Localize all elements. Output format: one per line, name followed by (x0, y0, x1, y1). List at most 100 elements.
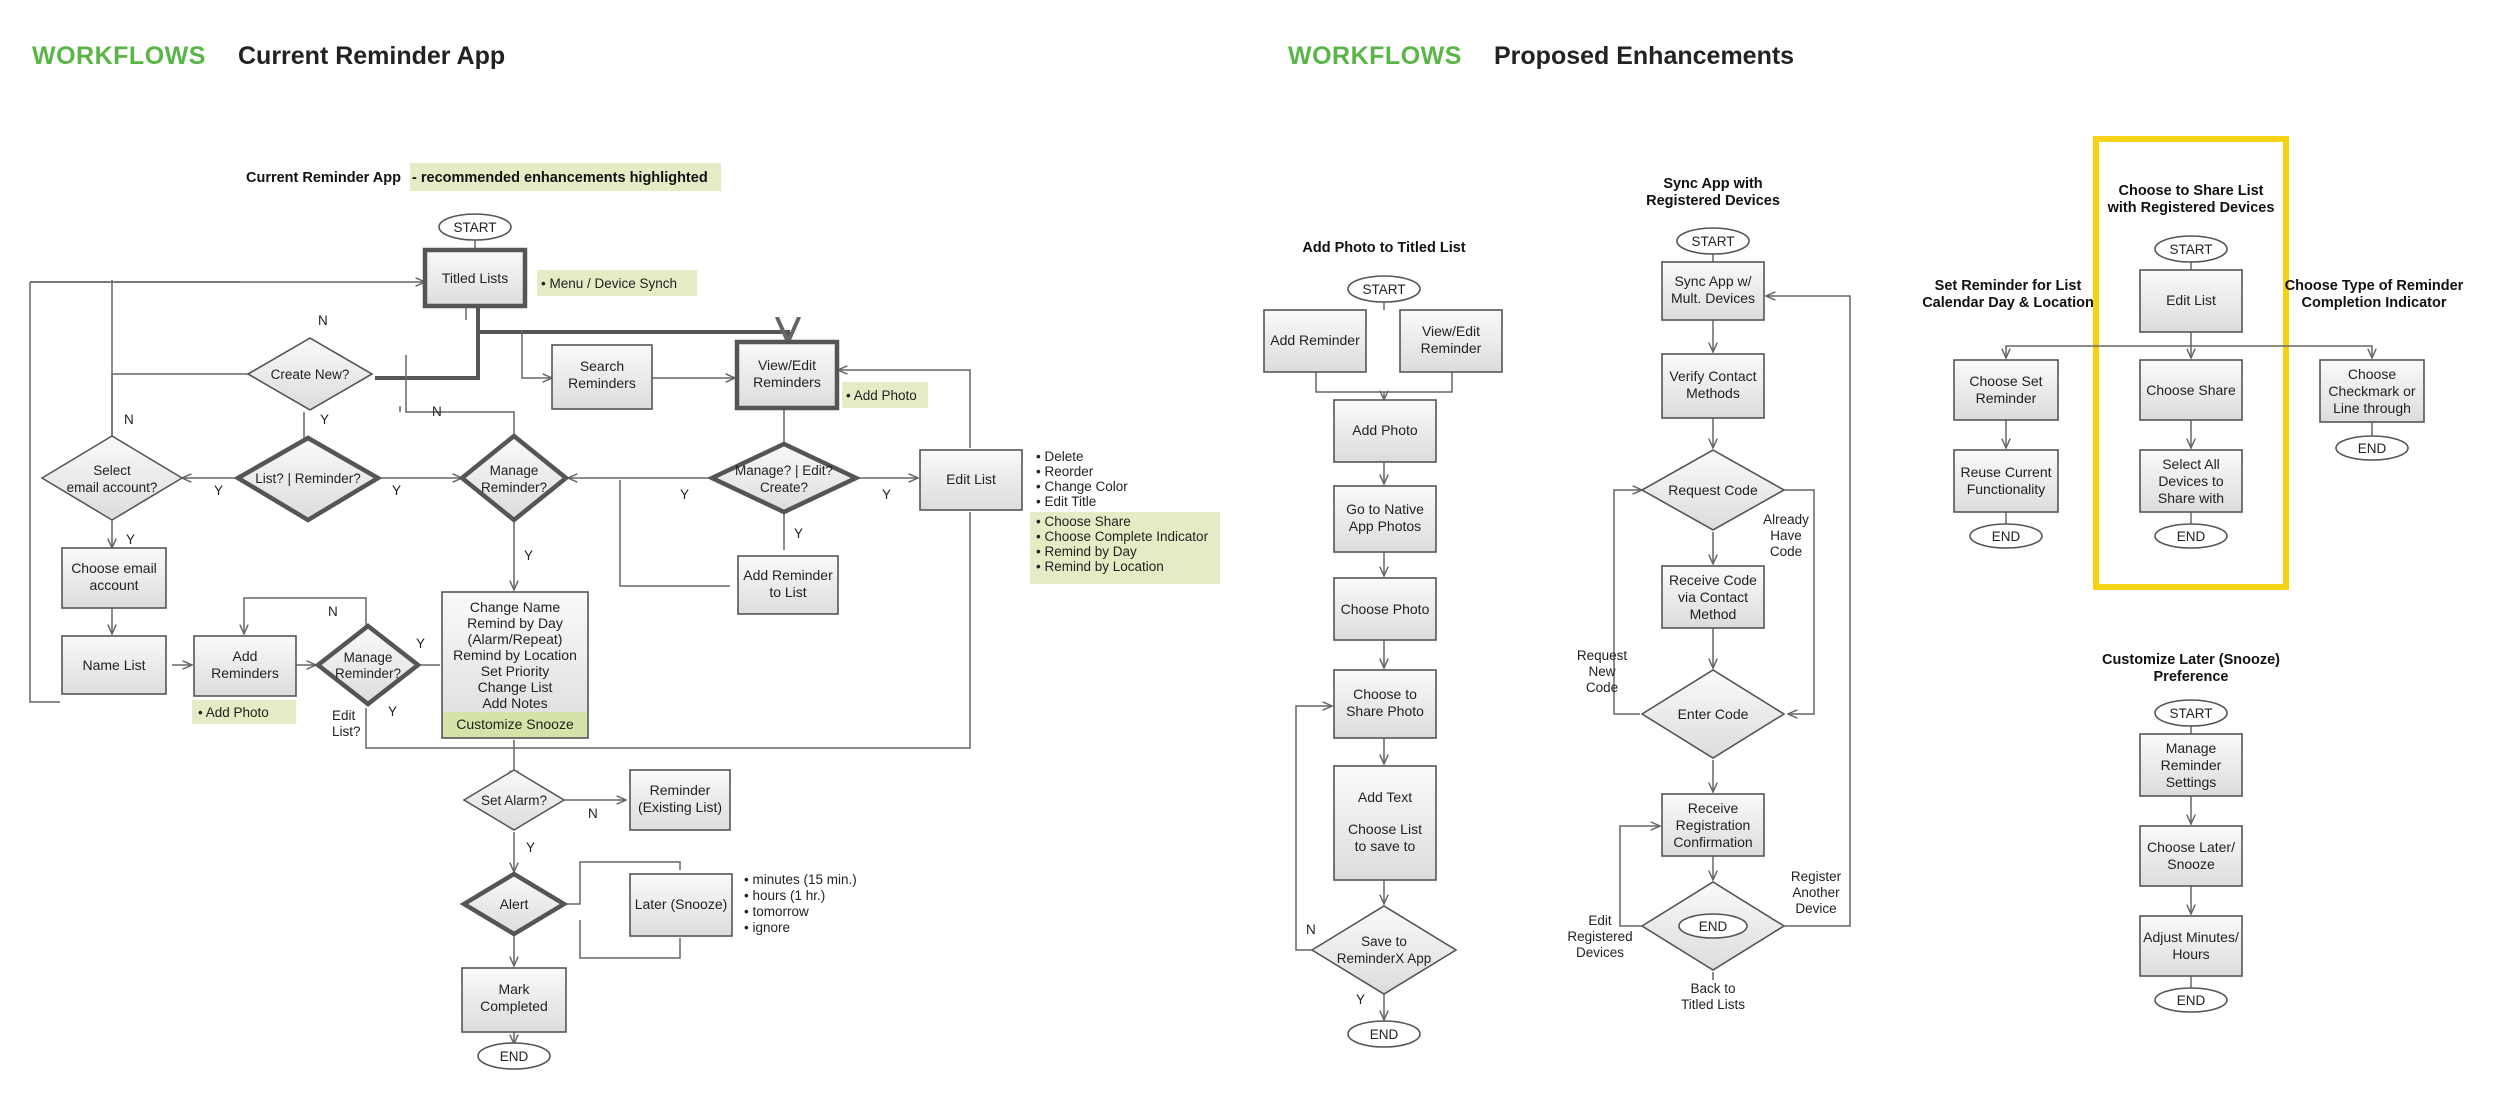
label-n: N (1306, 922, 1316, 937)
choose-share-box (2139, 359, 2243, 421)
receive-code-line2: via Contact (1678, 589, 1748, 605)
select-email-line2: email account? (67, 480, 158, 495)
option-complete-indicator: • Choose Complete Indicator (1036, 529, 1209, 544)
sync-end-label: END (1699, 919, 1728, 934)
edit-list-options: • Delete • Reorder • Change Color • Edit… (1030, 449, 1220, 584)
add-photo-box (1333, 399, 1437, 463)
choose-set-reminder-box (1953, 359, 2059, 421)
label-n: N (328, 604, 338, 619)
manage-reminder2-line1: Manage (344, 650, 393, 665)
view-edit-reminders-box (734, 339, 840, 411)
add-text-line1: Add Text (1358, 789, 1412, 805)
choose-share-photo-box (1333, 669, 1437, 739)
request-new-line1: Request (1577, 648, 1628, 663)
opt-set-priority: Set Priority (481, 663, 549, 679)
end-node (477, 1042, 551, 1070)
list-reminder-decision (233, 435, 383, 523)
request-code-decision (1640, 449, 1786, 531)
edit-registered-line3: Devices (1576, 945, 1624, 960)
create-new-decision (246, 337, 374, 411)
start-node (438, 213, 512, 241)
snooze-start (2154, 699, 2228, 727)
snooze-title-line1: Customize Later (Snooze) (2102, 652, 2280, 668)
edit-list-label: Edit List (946, 471, 996, 487)
sync-start-label: START (1691, 234, 1734, 249)
request-code-label: Request Code (1668, 482, 1758, 498)
option-reorder: • Reorder (1036, 464, 1094, 479)
edit-list-q-line2: List? (332, 724, 361, 739)
add-photo-title: Add Photo to Titled List (1302, 240, 1465, 256)
choose-checkmark-box (2319, 359, 2425, 423)
choose-set-line2: Reminder (1976, 390, 2037, 406)
share-end (2154, 523, 2228, 549)
go-native-line2: App Photos (1349, 518, 1421, 534)
manage-settings-line2: Reminder (2161, 757, 2222, 773)
snooze-end (2154, 987, 2228, 1013)
label-y: Y (320, 412, 329, 427)
completion-end-label: END (2358, 441, 2387, 456)
add-photo-start (1347, 275, 1421, 303)
share-start (2154, 235, 2228, 263)
adjust-line2: Hours (2172, 946, 2209, 962)
option-remind-location: • Remind by Location (1036, 559, 1164, 574)
choose-set-line1: Choose Set (1969, 373, 2042, 389)
add-reminders-line1: Add (233, 648, 258, 664)
choose-photo-label: Choose Photo (1341, 601, 1430, 617)
snooze-hours: • hours (1 hr.) (744, 888, 825, 903)
add-photo-note2: • Add Photo (198, 705, 269, 720)
add-reminder-to-list-box (737, 555, 839, 615)
alert-decision (459, 871, 569, 937)
back-to-line1: Back to (1690, 981, 1735, 996)
snooze-tomorrow: • tomorrow (744, 904, 809, 919)
manage-reminder2-line2: Reminder? (335, 666, 401, 681)
manage-reminder2-decision (314, 623, 422, 707)
add-photo-note-bg (842, 382, 928, 408)
choose-later-box (2139, 825, 2243, 887)
add-reminders-box (193, 635, 297, 697)
adjust-box (2139, 915, 2243, 977)
go-native-line1: Go to Native (1346, 501, 1424, 517)
opt-change-name: Change Name (470, 599, 560, 615)
label-y: Y (416, 636, 425, 651)
add-reminder-label: Add Reminder (1270, 332, 1360, 348)
choose-email-box (61, 547, 167, 609)
request-new-line2: New (1588, 664, 1615, 679)
opt-change-list: Change List (478, 679, 553, 695)
receive-reg-line1: Receive (1688, 800, 1739, 816)
go-native-box (1333, 485, 1437, 553)
verify-line2: Methods (1686, 385, 1740, 401)
manage-reminder-line2: Reminder? (481, 480, 547, 495)
snooze-start-label: START (2169, 706, 2212, 721)
label-y: Y (524, 548, 533, 563)
create-new-label: Create New? (271, 367, 350, 382)
request-new-line3: Code (1586, 680, 1618, 695)
label-n: N (318, 313, 328, 328)
share-list-flowchart: Choose to Share List with Registered Dev… (2006, 136, 2372, 590)
label-y: Y (392, 483, 401, 498)
page-title-left: Current Reminder App (238, 42, 506, 70)
add-text-line4: to save to (1355, 838, 1416, 854)
add-photo-end-label: END (1370, 1027, 1399, 1042)
choose-checkmark-line2: Checkmark or (2328, 383, 2415, 399)
option-remind-day: • Remind by Day (1036, 544, 1137, 559)
sync-title-line2: Registered Devices (1646, 193, 1780, 209)
later-snooze-box (629, 873, 733, 937)
set-reminder-flowchart: Set Reminder for List Calendar Day & Loc… (1922, 278, 2094, 549)
set-reminder-end (1969, 523, 2043, 549)
reminder-existing-box (629, 769, 731, 831)
manage-settings-box (2139, 733, 2243, 797)
sync-app-line2: Mult. Devices (1671, 290, 1755, 306)
alert-label: Alert (500, 896, 529, 912)
section-label-left: WORKFLOWS (32, 42, 206, 70)
opt-alarm-repeat: (Alarm/Repeat) (468, 631, 563, 647)
already-have-line1: Already (1763, 512, 1809, 527)
opt-remind-location: Remind by Location (453, 647, 577, 663)
choose-later-line2: Snooze (2167, 856, 2215, 872)
choose-checkmark-line3: Line through (2333, 400, 2411, 416)
title-highlight-bg (410, 163, 721, 191)
view-edit-line2: Reminders (753, 374, 821, 390)
share-title-line1: Choose to Share List (2118, 183, 2263, 199)
receive-reg-box (1661, 793, 1765, 857)
manage-edit-create-line2: Create? (760, 480, 808, 495)
later-snooze-label: Later (Snooze) (635, 896, 728, 912)
